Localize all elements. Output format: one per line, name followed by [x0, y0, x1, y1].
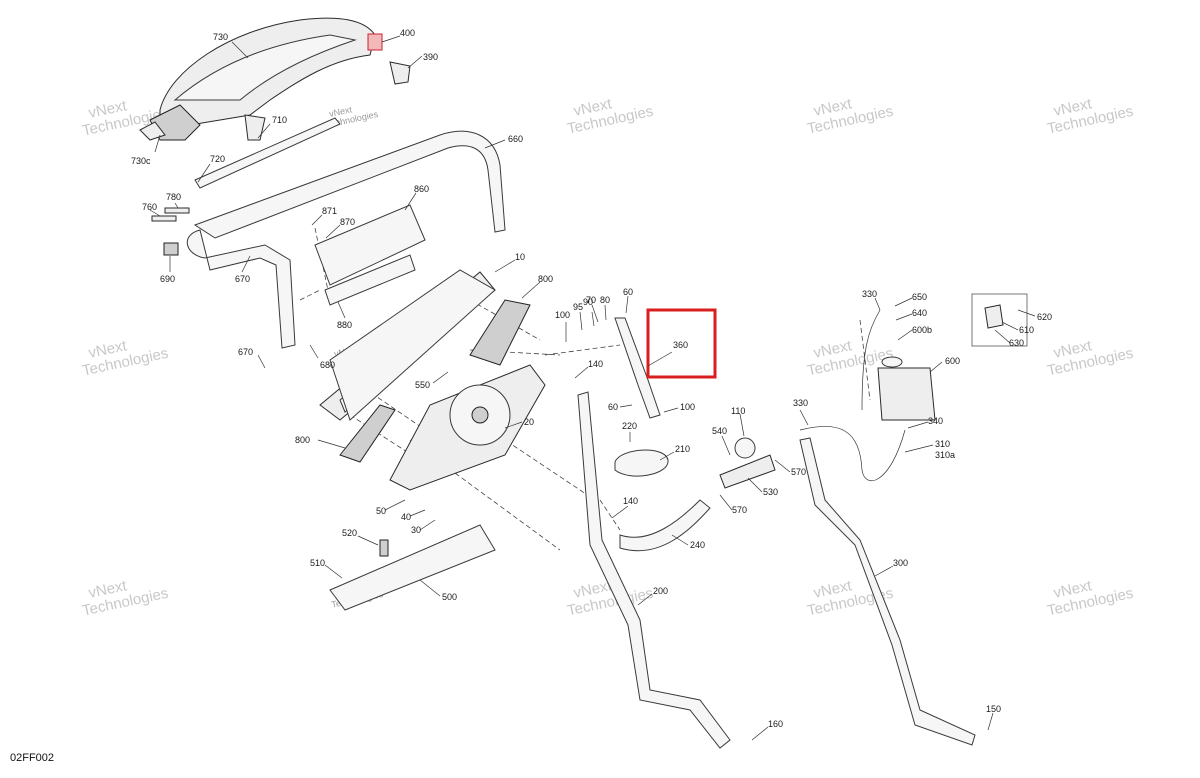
callout-400: 400: [400, 28, 415, 38]
watermark: vNext Technologies: [566, 95, 655, 138]
callout-530: 530: [763, 487, 778, 497]
callout-390: 390: [423, 52, 438, 62]
callout-360: 360: [673, 340, 688, 350]
callout-600: 600: [945, 356, 960, 366]
callout-800: 800: [295, 435, 310, 445]
callout-140: 140: [623, 496, 638, 506]
bracket-500: [329, 524, 496, 611]
bracket-630: [971, 293, 1028, 347]
callout-610: 610: [1019, 325, 1034, 335]
callout-110: 110: [731, 406, 745, 416]
callout-300: 300: [893, 558, 908, 568]
callout-800: 800: [538, 274, 553, 284]
callout-540: 540: [712, 426, 727, 436]
housing-530: [719, 437, 776, 489]
callout-630: 630: [1009, 338, 1024, 348]
callout-550: 550: [415, 380, 430, 390]
callout-720: 720: [210, 154, 225, 164]
callout-670: 670: [235, 274, 250, 284]
trim-bar-710: [194, 117, 341, 189]
callout-640: 640: [912, 308, 927, 318]
callout-730: 730: [213, 32, 228, 42]
callout-670: 670: [238, 347, 253, 357]
watermark: vNext Technologies: [81, 337, 170, 380]
callout-40: 40: [401, 512, 411, 522]
callout-690: 690: [160, 274, 175, 284]
callout-660: 660: [508, 134, 523, 144]
watermark: vNext Technologies: [806, 95, 895, 138]
callout-870: 870: [340, 217, 355, 227]
callout-100: 100: [680, 402, 695, 412]
callout-710: 710: [272, 115, 287, 125]
callout-600b: 600b: [912, 325, 932, 335]
callout-680: 680: [320, 360, 335, 370]
latch-390: [389, 61, 411, 85]
callout-510: 510: [310, 558, 325, 568]
pipe-360: [614, 317, 661, 419]
callout-730c: 730c: [131, 156, 151, 166]
callout-310a: 310a: [935, 450, 955, 460]
air-deflector-800-top: [469, 299, 531, 366]
callout-330: 330: [862, 289, 877, 299]
callout-871: 871: [322, 206, 337, 216]
air-deflector-800-bottom: [339, 404, 396, 463]
clip-400: [367, 33, 383, 51]
callout-160: 160: [768, 719, 783, 729]
tube-310: [799, 426, 906, 482]
shield-210: [614, 449, 669, 477]
highlight-box: [646, 308, 717, 379]
watermark: vNext Technologies: [1046, 95, 1135, 138]
callout-80: 80: [600, 295, 610, 305]
callout-60: 60: [608, 402, 618, 412]
callout-100: 100: [555, 310, 570, 320]
callout-140: 140: [588, 359, 603, 369]
callout-570: 570: [732, 505, 747, 515]
hose-240: [619, 499, 711, 552]
callout-780: 780: [166, 192, 181, 202]
callout-30: 30: [411, 525, 421, 535]
callout-210: 210: [675, 444, 690, 454]
bolt-760: [151, 215, 177, 222]
watermark: vNext Technologies: [1046, 577, 1135, 620]
callout-50: 50: [376, 506, 386, 516]
figure-reference-code: 02FF002: [10, 752, 55, 764]
callout-570: 570: [791, 467, 806, 477]
callout-20: 20: [524, 417, 534, 427]
callout-340: 340: [928, 416, 943, 426]
callout-500: 500: [442, 592, 457, 602]
callout-760: 760: [142, 202, 157, 212]
plate-860: [314, 204, 426, 306]
bracket-690: [163, 242, 179, 256]
callout-10: 10: [515, 252, 525, 262]
callout-220: 220: [622, 421, 637, 431]
callout-330: 330: [793, 398, 808, 408]
callout-620: 620: [1037, 312, 1052, 322]
callout-860: 860: [414, 184, 429, 194]
callout-150: 150: [986, 704, 1001, 714]
spring-520: [379, 539, 389, 557]
callout-650: 650: [912, 292, 927, 302]
tank-600: [877, 356, 936, 421]
callout-60: 60: [623, 287, 633, 297]
watermark: vNext Technologies: [81, 577, 170, 620]
callout-70: 70: [586, 295, 596, 305]
hose-300: [799, 437, 976, 746]
svg-text:vNext: vNext: [328, 104, 353, 119]
callout-880: 880: [337, 320, 352, 330]
watermark: vNext Technologies: [1046, 337, 1135, 380]
callout-95: 95: [573, 302, 583, 312]
callout-200: 200: [653, 586, 668, 596]
tube-330: [861, 309, 881, 411]
callout-240: 240: [690, 540, 705, 550]
hose-200: [577, 391, 731, 749]
frame-660: [187, 130, 506, 349]
callout-90: 90: [583, 297, 593, 307]
radiator-10: [319, 269, 496, 421]
fan-assembly-20: [389, 364, 546, 491]
callout-520: 520: [342, 528, 357, 538]
bolt-780: [164, 207, 190, 214]
callouts: 730 400 390 710 730c 720 660 780 760 860…: [131, 28, 1052, 741]
callout-310: 310: [935, 439, 950, 449]
